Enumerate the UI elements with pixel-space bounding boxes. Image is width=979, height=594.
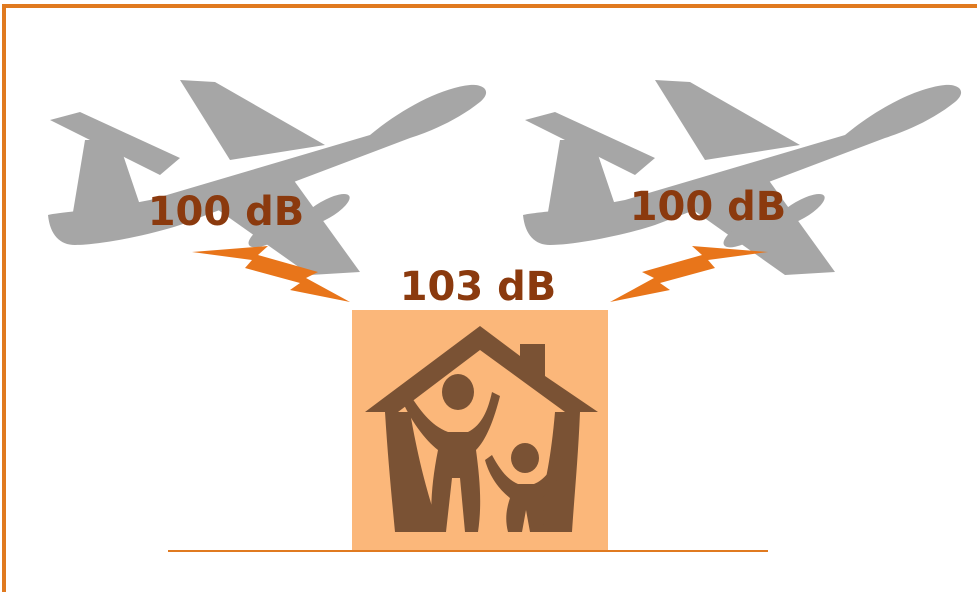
left-airplane-icon <box>48 80 486 275</box>
right-plane-level: 100 dB <box>630 184 787 230</box>
left-plane-level: 100 dB <box>148 189 305 235</box>
house-level: 103 dB <box>400 264 557 310</box>
right-lightning-arrow-icon <box>610 246 768 302</box>
family-house-icon <box>352 310 608 550</box>
right-airplane-icon <box>523 80 961 275</box>
